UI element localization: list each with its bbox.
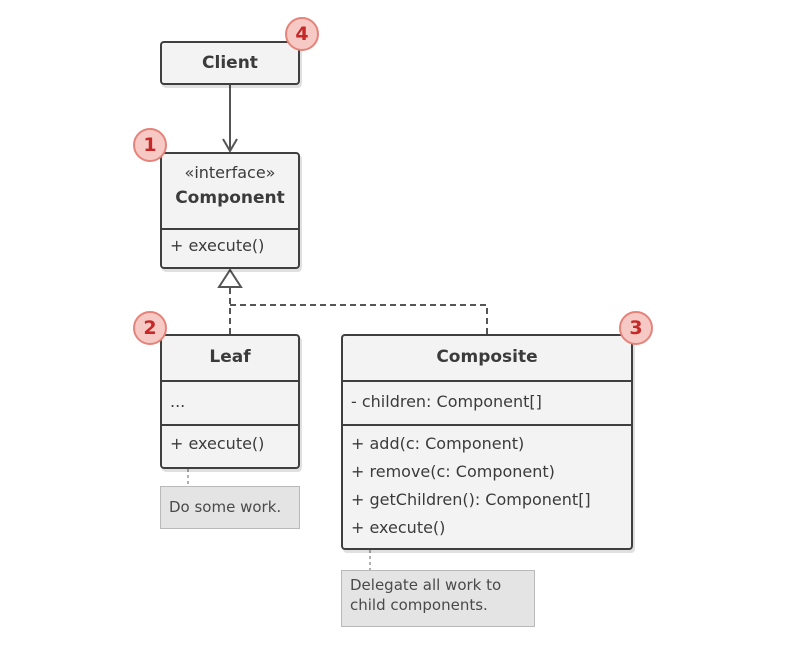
composite-name: Composite [436, 347, 538, 367]
leaf-name: Leaf [209, 347, 251, 367]
composite-field: - children: Component[] [351, 392, 542, 411]
composite-method: + execute() [351, 518, 446, 537]
component-interface-box: «interface» Component + execute() [160, 152, 300, 269]
component-stereotype: «interface» [184, 163, 276, 182]
composite-class-box: Composite - children: Component[] + add(… [341, 334, 633, 550]
composite-method: + remove(c: Component) [351, 462, 555, 481]
composite-method: + getChildren(): Component[] [351, 490, 591, 509]
arrowhead [222, 138, 238, 153]
composite-note-line: child components. [350, 596, 488, 614]
leaf-field: ... [170, 392, 186, 411]
leaf-fields: ... [162, 380, 298, 424]
leaf-class-box: Leaf ... + execute() [160, 334, 300, 469]
composite-realization-line [230, 304, 488, 334]
leaf-methods: + execute() [162, 424, 298, 458]
leaf-note-text: Do some work. [169, 498, 282, 516]
client-box: Client [160, 41, 300, 85]
leaf-method: + execute() [170, 434, 265, 453]
composite-note: Delegate all work to child components. [341, 570, 535, 627]
composite-method: + add(c: Component) [351, 434, 525, 453]
composite-methods: + add(c: Component) + remove(c: Componen… [343, 424, 631, 542]
component-method: + execute() [170, 236, 265, 255]
realization-triangle [217, 268, 243, 288]
client-label: Client [202, 53, 258, 73]
component-methods: + execute() [162, 228, 298, 260]
badge-composite: 3 [619, 311, 653, 345]
composite-fields: - children: Component[] [343, 380, 631, 424]
component-name: Component [175, 188, 285, 208]
badge-component: 1 [133, 128, 167, 162]
badge-client: 4 [285, 17, 319, 51]
leaf-note: Do some work. [160, 486, 300, 529]
badge-leaf: 2 [133, 311, 167, 345]
composite-header: Composite [343, 336, 631, 380]
component-header: «interface» Component [162, 154, 298, 228]
composite-note-line: Delegate all work to [350, 576, 502, 594]
leaf-header: Leaf [162, 336, 298, 380]
